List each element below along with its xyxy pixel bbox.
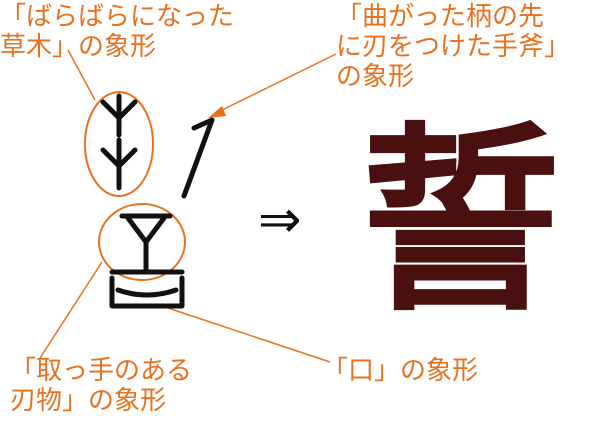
label-axe-line2: に刃をつけた手斧」 [336,32,571,62]
leader-line-mouth [161,305,331,363]
label-axe: 「曲がった柄の先 に刃をつけた手斧」 の象形 [336,2,570,92]
leader-line-grass [67,49,96,101]
label-mouth-line1: 「口」の象形 [322,356,479,386]
label-hand-line2: 刃物」の象形 [10,386,167,416]
label-grass: 「ばらばらになった 草木」の象形 [0,2,234,62]
label-hand-line1: 「取っ手のある [10,356,193,386]
label-axe-line3: の象形 [336,62,415,92]
mouth-glyph [109,275,185,309]
ellipse-grass [84,91,154,197]
label-mouth: 「口」の象形 [322,356,478,386]
label-axe-line1: 「曲がった柄の先 [336,2,545,32]
leader-line-axe [221,53,337,111]
leader-arrowhead-axe [208,106,226,118]
ellipse-hand-blade [98,203,186,281]
label-hand-blade: 「取っ手のある 刃物」の象形 [10,356,192,416]
leader-line-hand [39,261,103,359]
grass-glyph [100,93,138,191]
hand-blade-glyph [109,213,185,275]
label-grass-line1: 「ばらばらになった [0,2,235,32]
axe-glyph [181,117,215,199]
label-grass-line2: 草木」の象形 [0,32,157,62]
kanji-character: 誓 [360,104,561,339]
arrow-icon: ⇒ [258,190,302,250]
